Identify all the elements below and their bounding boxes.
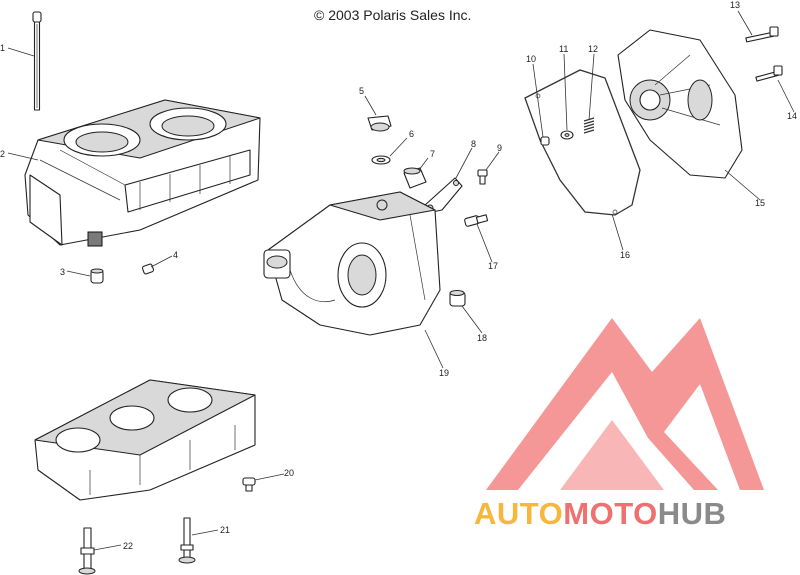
part-spring-12	[583, 117, 595, 134]
part-dowel-3	[90, 268, 104, 284]
leader-lines	[7, 10, 795, 551]
callout-11: 11	[559, 44, 568, 54]
part-cap-5	[367, 115, 392, 132]
part-bolt-14	[755, 65, 783, 82]
part-bolt-13	[745, 26, 779, 43]
part-bushing-7	[403, 167, 427, 189]
watermark-logo-mark	[486, 318, 764, 490]
part-bolt-22	[78, 527, 96, 575]
callout-17: 17	[488, 261, 498, 271]
callout-18: 18	[477, 333, 487, 343]
callout-4: 4	[173, 250, 178, 260]
watermark-text-auto: AUTO	[474, 496, 563, 531]
callout-2: 2	[0, 149, 5, 159]
copyright-text: © 2003 Polaris Sales Inc.	[314, 7, 471, 23]
callout-1: 1	[0, 43, 5, 53]
part-washer-6	[371, 155, 391, 165]
part-cover-15	[617, 29, 743, 179]
part-plug-4	[141, 263, 155, 275]
part-washer-11	[560, 130, 574, 140]
part-bolt-17	[464, 214, 489, 227]
svg-text:AUTOMOTOHUB: AUTOMOTOHUB	[474, 496, 726, 531]
callout-6: 6	[409, 129, 414, 139]
part-stud-1	[32, 11, 42, 111]
part-bolt-9	[477, 169, 488, 185]
callout-9: 9	[497, 143, 502, 153]
part-bolt-20	[242, 477, 256, 492]
callout-12: 12	[588, 44, 598, 54]
callout-5: 5	[359, 86, 364, 96]
part-upper-crankcase-2	[24, 99, 261, 247]
callout-15: 15	[755, 198, 765, 208]
callout-22: 22	[123, 541, 133, 551]
callout-20: 20	[284, 468, 294, 478]
watermark-text-moto: MOTO	[563, 496, 657, 531]
callout-19: 19	[439, 368, 449, 378]
callout-21: 21	[220, 525, 230, 535]
watermark-text-hub: HUB	[658, 496, 727, 531]
part-housing-19	[263, 191, 441, 336]
callout-8: 8	[471, 139, 476, 149]
callout-7: 7	[430, 149, 435, 159]
callout-10: 10	[526, 54, 536, 64]
part-lower-crankcase	[34, 379, 256, 501]
part-bolt-21	[178, 517, 196, 564]
callout-3: 3	[60, 267, 65, 277]
callout-16: 16	[620, 250, 630, 260]
part-plug-10	[540, 136, 550, 146]
callout-13: 13	[730, 0, 740, 10]
callout-labels: 1 2 3 4 5 6 7 8 9 10 11 12 13 14 15 16 1…	[0, 0, 797, 551]
part-bushing-18	[449, 290, 466, 307]
callout-14: 14	[787, 111, 797, 121]
watermark-logo: AUTOMOTOHUB	[474, 318, 764, 531]
